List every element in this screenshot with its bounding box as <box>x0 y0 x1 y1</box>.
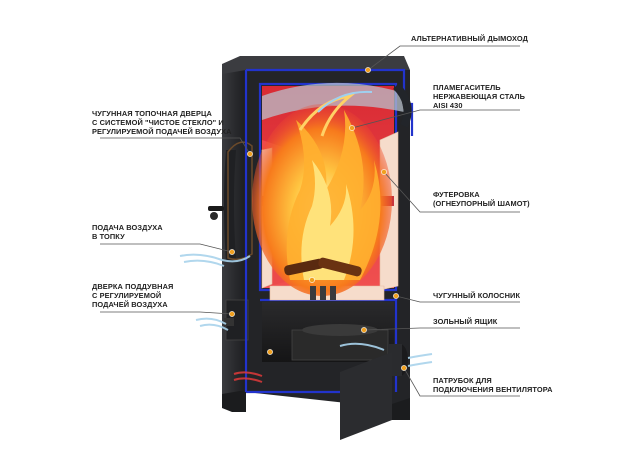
label-line: РЕГУЛИРУЕМОЙ ПОДАЧЕЙ ВОЗДУХА <box>92 126 232 136</box>
warm-air-streams <box>233 371 263 383</box>
label-line: ПОДКЛЮЧЕНИЯ ВЕНТИЛЯТОРА <box>433 384 553 394</box>
cast-iron-grate <box>310 286 336 300</box>
label-line: ПЛАМЕГАСИТЕЛЬ <box>433 83 501 92</box>
label-line: АЛЬТЕРНАТИВНЫЙ ДЫМОХОД <box>411 34 528 43</box>
label-line: ФУТЕРОВКА <box>433 190 480 199</box>
ash-door <box>224 299 249 341</box>
ash-chamber <box>262 302 394 362</box>
label-line: ЧУГУННАЯ ТОПОЧНАЯ ДВЕРЦА <box>92 109 212 118</box>
label-ash-box: ЗОЛЬНЫЙ ЯЩИК <box>433 317 498 327</box>
label-line: ПОДАЧЕЙ ВОЗДУХА <box>92 299 168 309</box>
label-flame-damper: ПЛАМЕГАСИТЕЛЬ НЕРЖАВЕЮЩАЯ СТАЛЬ AISI 430 <box>433 83 526 110</box>
label-line: (ОГНЕУПОРНЫЙ ШАМОТ) <box>433 198 530 208</box>
label-line: НЕРЖАВЕЮЩАЯ СТАЛЬ <box>433 91 526 101</box>
callout-dots <box>229 67 407 371</box>
label-air-supply: ПОДАЧА ВОЗДУХА В ТОПКУ <box>92 223 163 242</box>
label-lining: ФУТЕРОВКА (ОГНЕУПОРНЫЙ ШАМОТ) <box>433 190 530 209</box>
label-line: С СИСТЕМОЙ "ЧИСТОЕ СТЕКЛО" И <box>92 117 224 127</box>
logs <box>284 257 362 277</box>
label-line: ДВЕРКА ПОДДУВНАЯ <box>92 282 174 291</box>
label-line: ПАТРУБОК ДЛЯ <box>433 376 492 385</box>
label-ash-door: ДВЕРКА ПОДДУВНАЯ С РЕГУЛИРУЕМОЙ ПОДАЧЕЙ … <box>92 282 174 309</box>
label-fan-pipe: ПАТРУБОК ДЛЯ ПОДКЛЮЧЕНИЯ ВЕНТИЛЯТОРА <box>433 376 553 395</box>
fire <box>252 90 392 296</box>
door-handle <box>208 206 224 211</box>
fire-door <box>208 141 253 262</box>
label-alt-chimney: АЛЬТЕРНАТИВНЫЙ ДЫМОХОД <box>411 34 528 44</box>
label-line: В ТОПКУ <box>92 231 125 241</box>
label-fire-door: ЧУГУННАЯ ТОПОЧНАЯ ДВЕРЦА С СИСТЕМОЙ "ЧИС… <box>92 109 232 136</box>
stove-left-foot <box>222 390 246 412</box>
label-line: ЧУГУННЫЙ КОЛОСНИК <box>433 291 521 300</box>
air-streams <box>179 253 433 367</box>
stove-right-foot <box>392 398 410 420</box>
leader-lines <box>100 45 520 397</box>
label-line: ПОДАЧА ВОЗДУХА <box>92 223 163 232</box>
label-line: ЗОЛЬНЫЙ ЯЩИК <box>433 317 498 326</box>
open-front-door <box>340 352 392 440</box>
label-line: AISI 430 <box>433 100 463 110</box>
label-line: С РЕГУЛИРУЕМОЙ <box>92 290 162 300</box>
label-grate: ЧУГУННЫЙ КОЛОСНИК <box>433 291 521 301</box>
